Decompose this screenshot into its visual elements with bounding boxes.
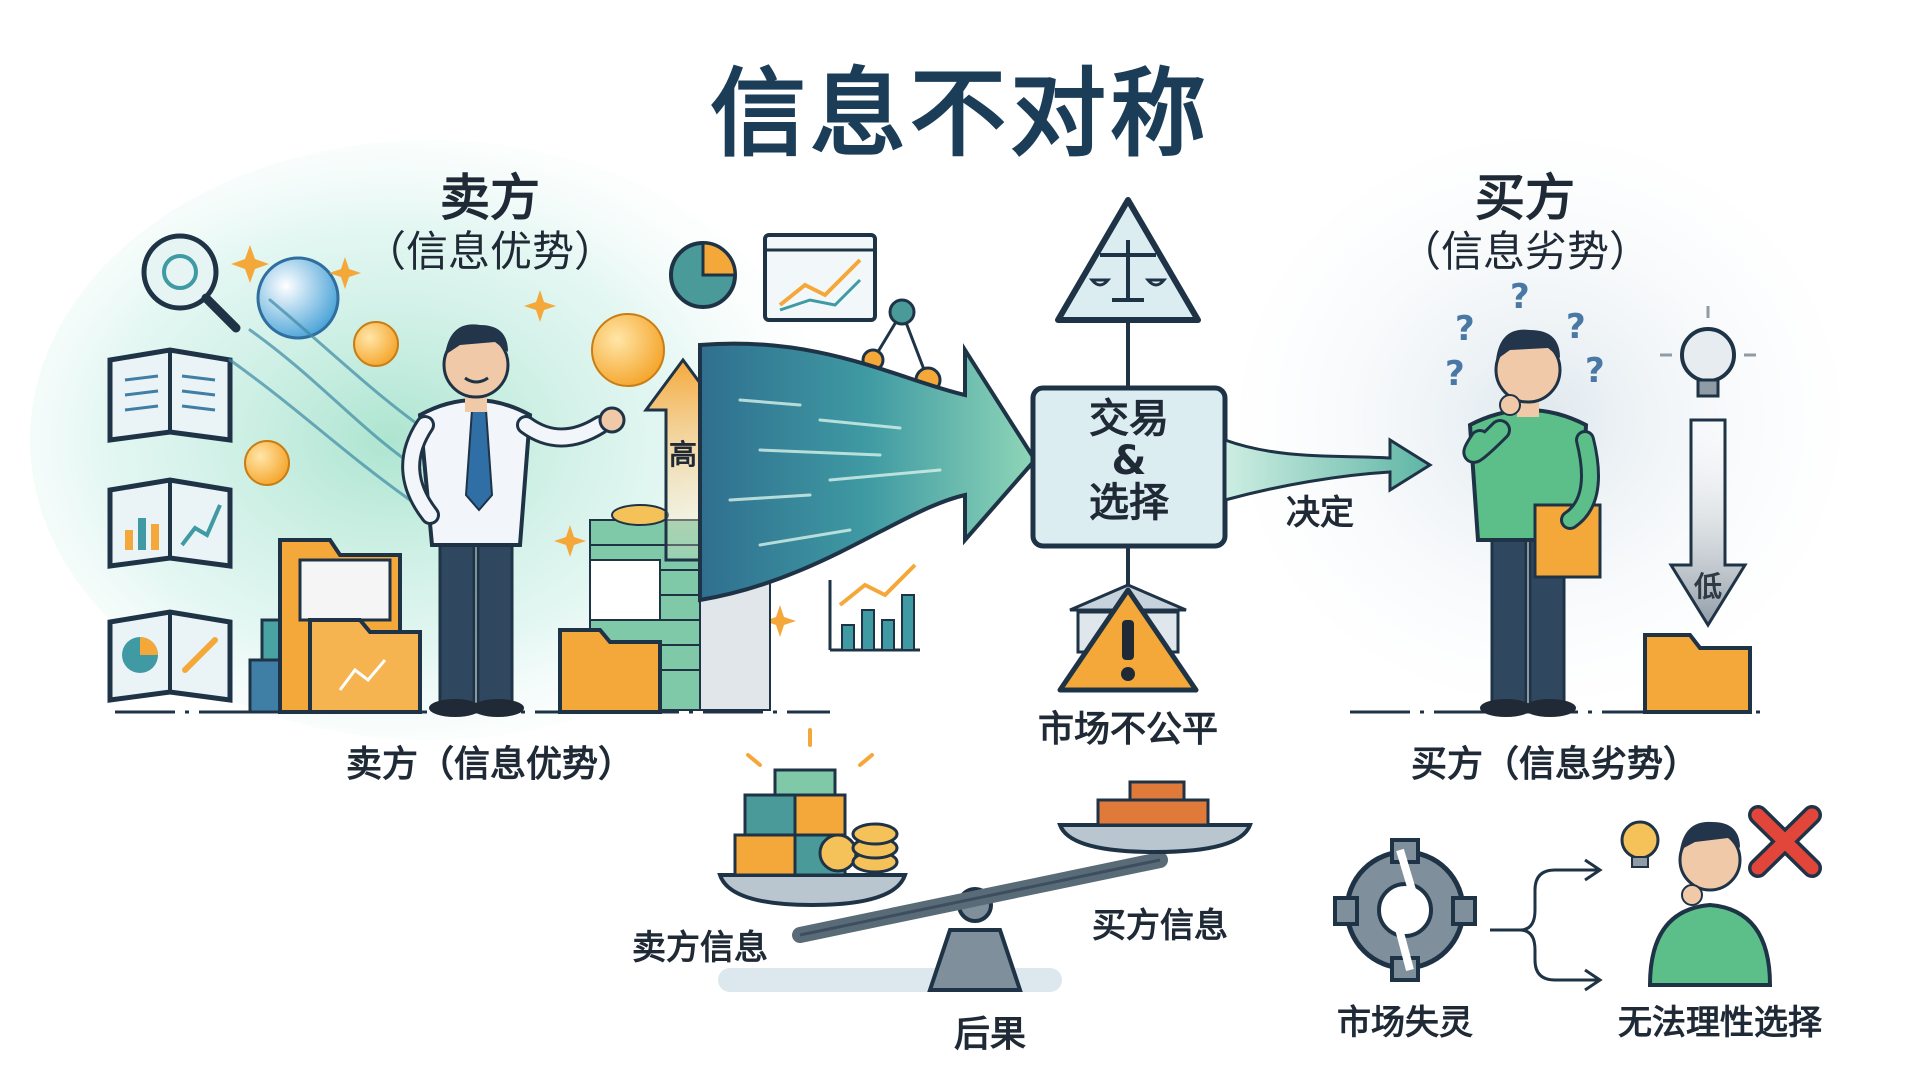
- box-line-1: 交易: [1089, 396, 1169, 442]
- book-icon: [107, 347, 233, 443]
- line-chart-icon: [763, 233, 877, 322]
- seller-info-stack: [733, 768, 899, 877]
- buyer-subheading: （信息劣势）: [1398, 227, 1651, 276]
- seller-subheading: （信息优势）: [363, 227, 616, 276]
- growth-chart-icon: [828, 563, 920, 652]
- seller-person: [401, 324, 626, 717]
- svg-text:?: ?: [1455, 309, 1475, 349]
- chart-book-icon: [107, 477, 233, 569]
- seller-folders: [248, 538, 422, 714]
- lightbulb-small-icon: [1620, 820, 1660, 868]
- seller-bricks: [558, 504, 771, 714]
- decision-arrow: [1223, 437, 1433, 502]
- buyer-caption: 买方（信息劣势）: [1410, 744, 1699, 785]
- question-marks: ? ? ? ? ?: [1445, 277, 1605, 394]
- orb-icon: [244, 440, 290, 486]
- buyer-info-label: 买方信息: [1092, 906, 1228, 946]
- sparkle-icons: [231, 245, 796, 637]
- orb-icon: [256, 256, 340, 340]
- box-line-2: &: [1111, 438, 1147, 484]
- lightbulb-icon: [1660, 306, 1756, 398]
- seller-info-label: 卖方信息: [632, 928, 768, 968]
- confused-person: [1647, 821, 1773, 987]
- low-label: 低: [1693, 570, 1722, 603]
- folder-icon: [1643, 633, 1752, 714]
- box-line-3: 选择: [1089, 480, 1169, 526]
- seller-heading: 卖方: [440, 169, 540, 227]
- buyer-person: [1462, 329, 1602, 717]
- decision-label: 决定: [1286, 493, 1354, 533]
- buyer-info-stack: [1096, 780, 1210, 827]
- seesaw: [717, 823, 1253, 992]
- svg-text:?: ?: [1510, 277, 1530, 317]
- branch-arrows: [1490, 858, 1603, 992]
- svg-text:?: ?: [1585, 351, 1605, 391]
- high-label: 高: [668, 438, 697, 471]
- consequences-label: 后果: [953, 1014, 1026, 1055]
- svg-text:?: ?: [1566, 307, 1586, 347]
- warning-icon: [1057, 587, 1199, 693]
- orb-icon: [591, 313, 665, 387]
- magnifier-icon: [141, 233, 241, 333]
- market-failure-label: 市场失灵: [1337, 1003, 1473, 1043]
- irrational-choice-label: 无法理性选择: [1618, 1003, 1822, 1043]
- scale-icon: [1055, 197, 1201, 323]
- pie-chart-icon: [669, 241, 737, 309]
- svg-text:?: ?: [1445, 354, 1465, 394]
- orb-icon: [353, 321, 399, 367]
- information-flow-arrow: [698, 341, 1038, 603]
- red-x-icon: [1748, 805, 1822, 878]
- pie-chart-book-icon: [107, 609, 233, 703]
- gear-icon: [1333, 838, 1477, 982]
- buyer-heading: 买方: [1475, 169, 1575, 227]
- transaction-box-text: 交易 & 选择: [1036, 398, 1222, 524]
- low-arrow: [1668, 418, 1748, 628]
- page-title: 信息不对称: [710, 58, 1210, 170]
- seller-caption: 卖方（信息优势）: [345, 744, 634, 785]
- glow-lines: [746, 728, 874, 767]
- unfair-market-label: 市场不公平: [1037, 709, 1218, 750]
